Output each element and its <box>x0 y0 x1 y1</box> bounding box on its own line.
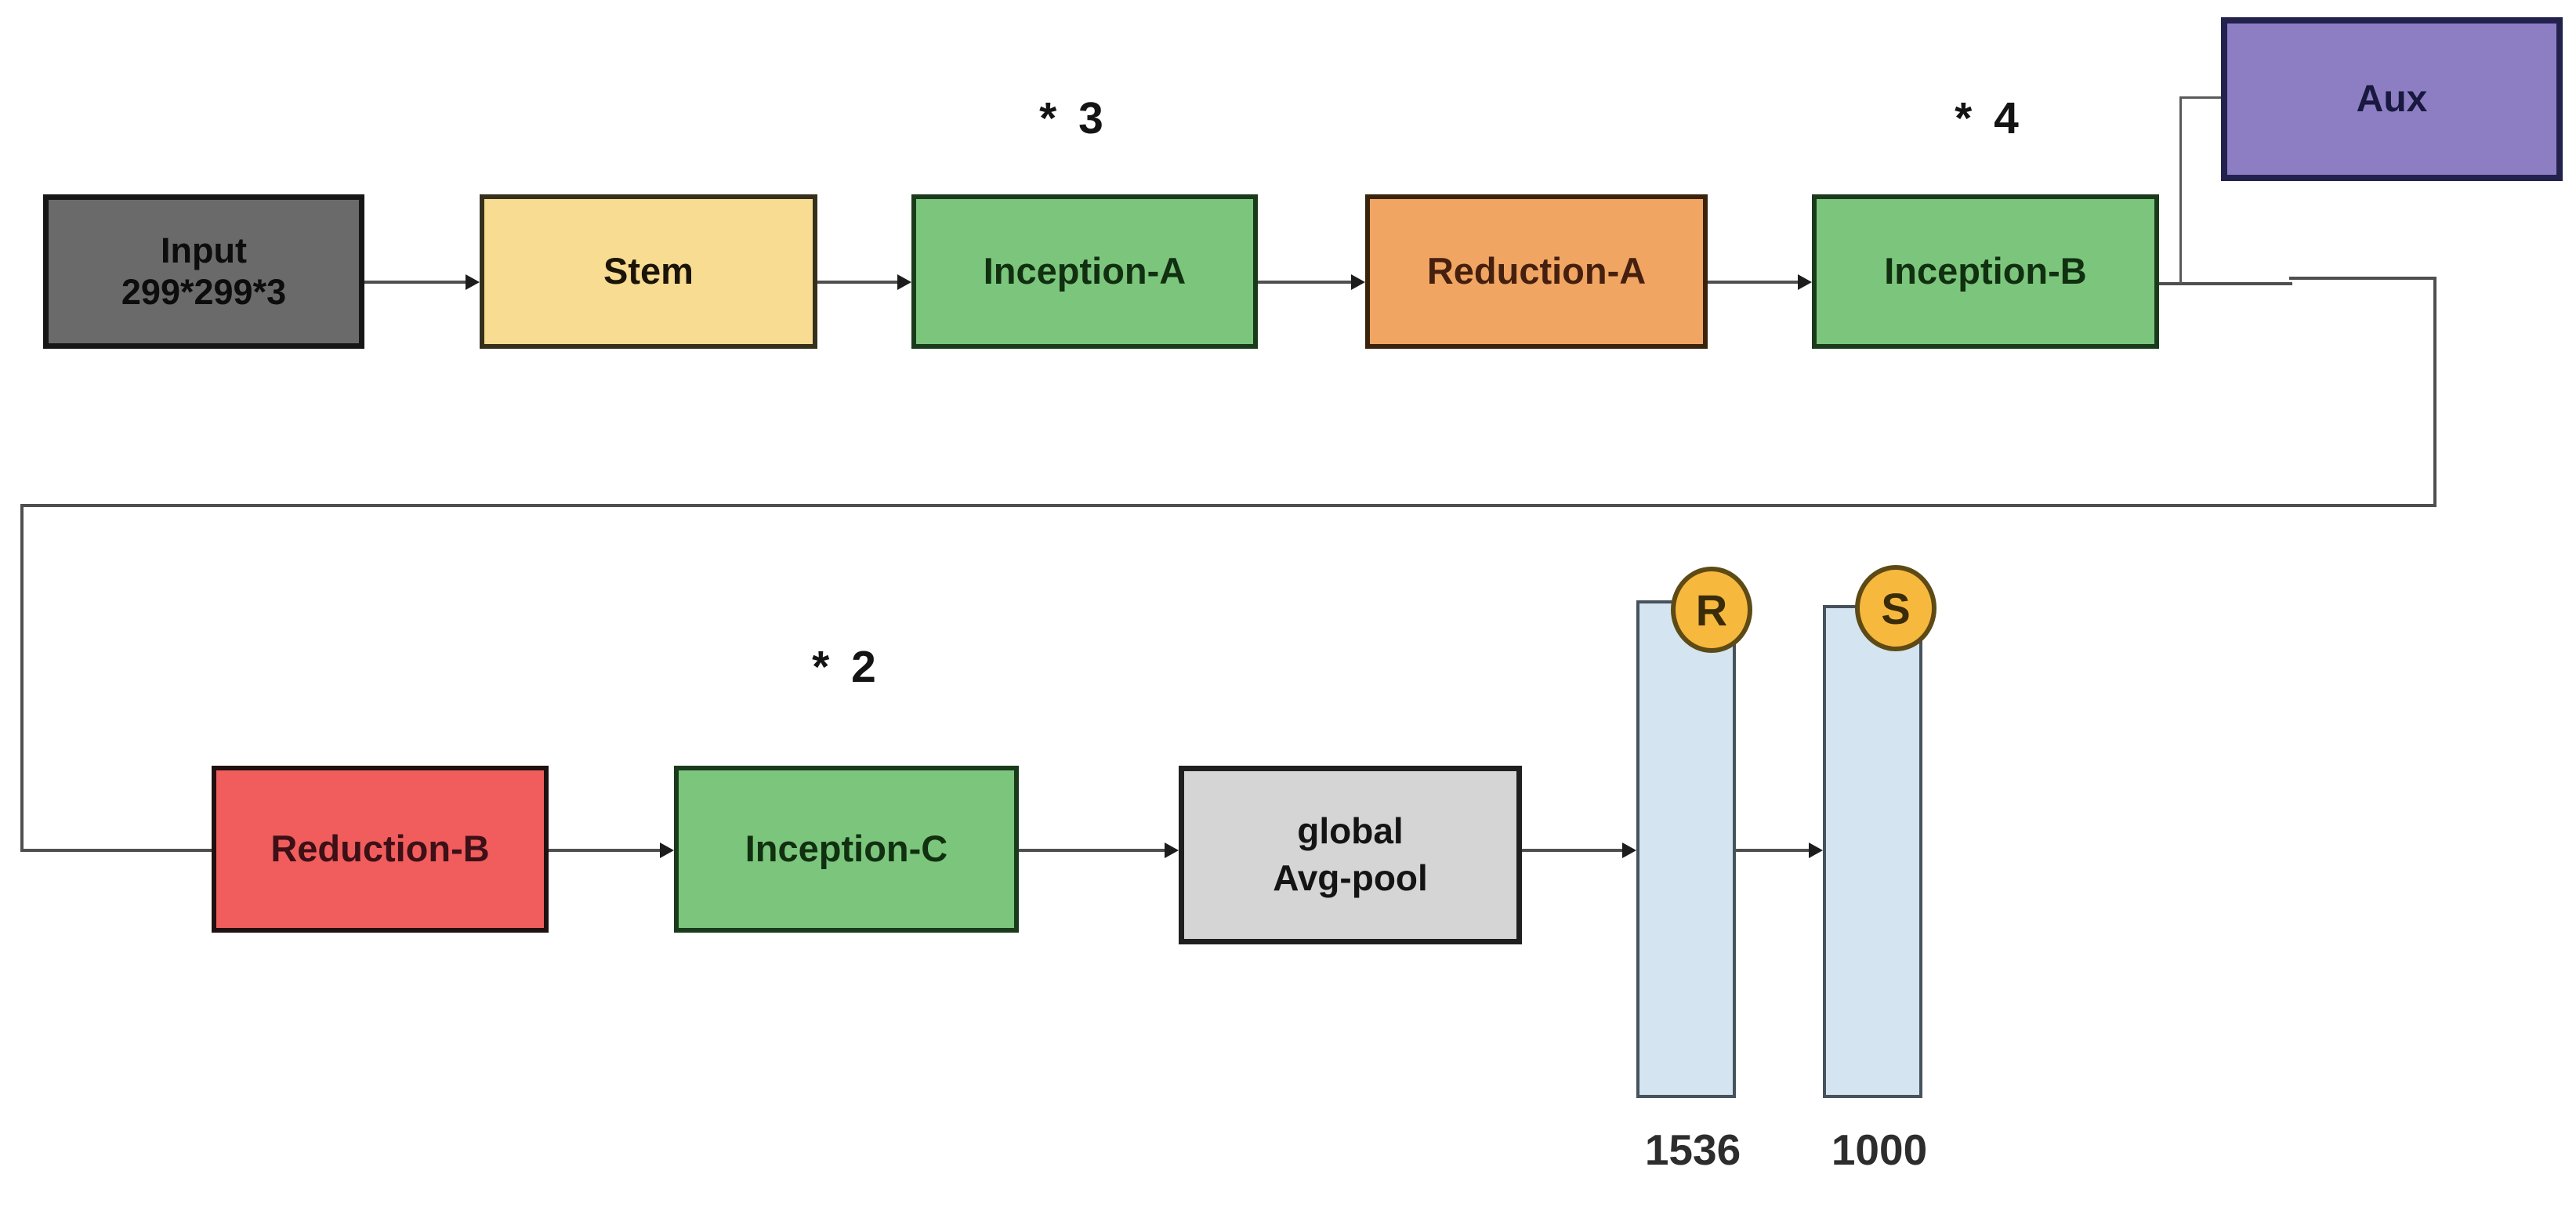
arrow-head <box>1798 274 1812 290</box>
connector-right-drop <box>2433 277 2437 507</box>
input-label-line2: 299*299*3 <box>121 271 287 312</box>
stem-label: Stem <box>603 250 694 292</box>
inception-a-block: Inception-A <box>911 194 1258 349</box>
connector-wrap-into-reduction-b <box>20 849 212 852</box>
aux-label: Aux <box>2356 78 2428 120</box>
stem-block: Stem <box>480 194 817 349</box>
connector-reduction-b-inception-c <box>549 849 662 852</box>
arrow-head <box>1165 843 1179 858</box>
inception-c-block: Inception-C <box>674 766 1019 933</box>
connector-top-right-segment <box>2289 277 2437 280</box>
repeat-label-inception-c: * 2 <box>812 642 881 692</box>
arrow-head <box>897 274 911 290</box>
connector-inception-a-reduction-a <box>1258 281 1353 284</box>
reduction-b-label: Reduction-B <box>270 828 490 870</box>
repeat-label-inception-a: * 3 <box>1039 93 1108 143</box>
fc-size-label: 1536 <box>1644 1125 1741 1174</box>
connector-inception-b-exit <box>2159 282 2292 285</box>
reduction-a-block: Reduction-A <box>1365 194 1708 349</box>
relu-badge-letter: R <box>1695 585 1728 635</box>
arrow-head <box>466 274 480 290</box>
arrow-head <box>1351 274 1365 290</box>
input-label-line1: Input <box>161 230 247 271</box>
inception-a-label: Inception-A <box>983 250 1187 292</box>
input-block: Input 299*299*3 <box>43 194 364 349</box>
aux-block: Aux <box>2221 17 2563 181</box>
arrow-head <box>1622 843 1636 858</box>
connector-stem-inception-a <box>817 281 900 284</box>
connector-wrap-horizontal <box>20 504 2437 507</box>
arrow-head <box>660 843 674 858</box>
connector-fc-softmax <box>1736 849 1811 852</box>
connector-aux-branch-horizontal <box>2179 96 2221 99</box>
repeat-label-inception-b: * 4 <box>1955 93 2023 143</box>
connector-input-stem <box>364 281 468 284</box>
softmax-layer-bar <box>1823 605 1922 1098</box>
fc-layer-bar <box>1636 600 1736 1098</box>
reduction-b-block: Reduction-B <box>212 766 549 933</box>
connector-avgpool-fc <box>1522 849 1625 852</box>
connector-aux-branch-vertical <box>2179 96 2182 284</box>
relu-circle-badge: R <box>1671 567 1752 653</box>
softmax-size-label: 1000 <box>1831 1125 1928 1174</box>
connector-wrap-left-drop <box>20 504 24 852</box>
arrow-head <box>1809 843 1823 858</box>
avgpool-label-line2: Avg-pool <box>1273 857 1428 898</box>
global-avg-pool-block: global Avg-pool <box>1179 766 1522 944</box>
avgpool-label-line1: global <box>1297 810 1404 852</box>
softmax-circle-badge: S <box>1855 565 1937 651</box>
inception-b-block: Inception-B <box>1812 194 2159 349</box>
reduction-a-label: Reduction-A <box>1426 250 1647 292</box>
connector-reduction-a-inception-b <box>1708 281 1800 284</box>
inception-c-label: Inception-C <box>745 828 948 870</box>
inception-b-label: Inception-B <box>1884 250 2087 292</box>
softmax-badge-letter: S <box>1881 583 1911 633</box>
connector-inception-c-avgpool <box>1019 849 1167 852</box>
